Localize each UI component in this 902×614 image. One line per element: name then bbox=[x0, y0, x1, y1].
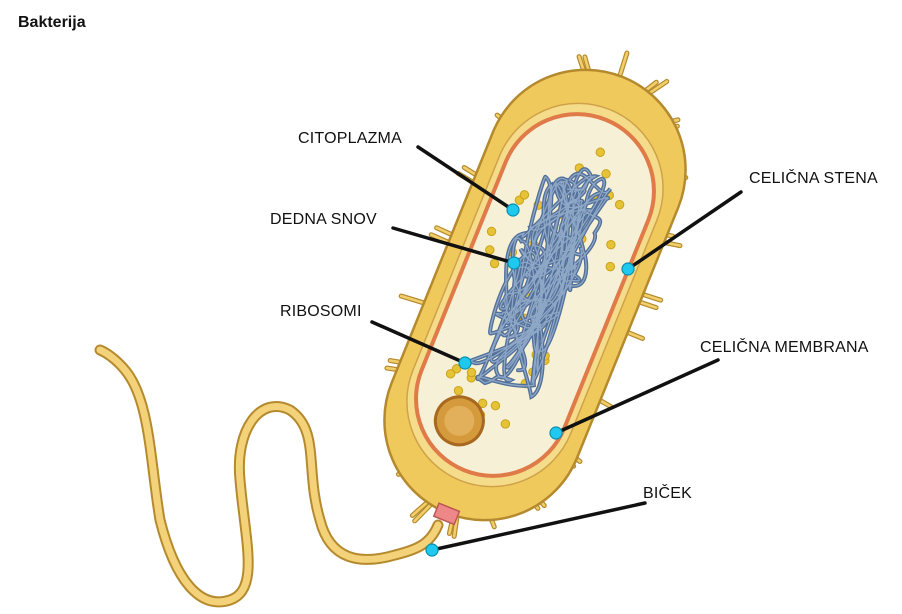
marker-cytoplasm bbox=[506, 203, 520, 217]
leader-ribosomes bbox=[370, 320, 467, 365]
label-flagellum: BIČEK bbox=[643, 485, 693, 502]
flagellum-base bbox=[432, 502, 461, 526]
leader-cell-membrane bbox=[554, 358, 720, 435]
leader-cell-wall bbox=[626, 190, 743, 271]
leader-flagellum bbox=[430, 501, 647, 552]
label-cell-wall: CELIČNA STENA bbox=[749, 170, 878, 187]
label-dna: DEDNA SNOV bbox=[270, 211, 377, 228]
diagram-title: Bakterija bbox=[18, 14, 86, 31]
leader-cytoplasm bbox=[416, 145, 515, 212]
label-cytoplasm: CITOPLAZMA bbox=[298, 130, 402, 147]
label-cell-membrane: CELIČNA MEMBRANA bbox=[700, 339, 869, 356]
marker-ribosomes bbox=[458, 356, 472, 370]
leader-dna bbox=[391, 226, 516, 265]
marker-flagellum bbox=[425, 543, 439, 557]
label-ribosomes: RIBOSOMI bbox=[280, 303, 362, 320]
marker-dna bbox=[507, 256, 521, 270]
marker-cell-membrane bbox=[549, 426, 563, 440]
marker-cell-wall bbox=[621, 262, 635, 276]
